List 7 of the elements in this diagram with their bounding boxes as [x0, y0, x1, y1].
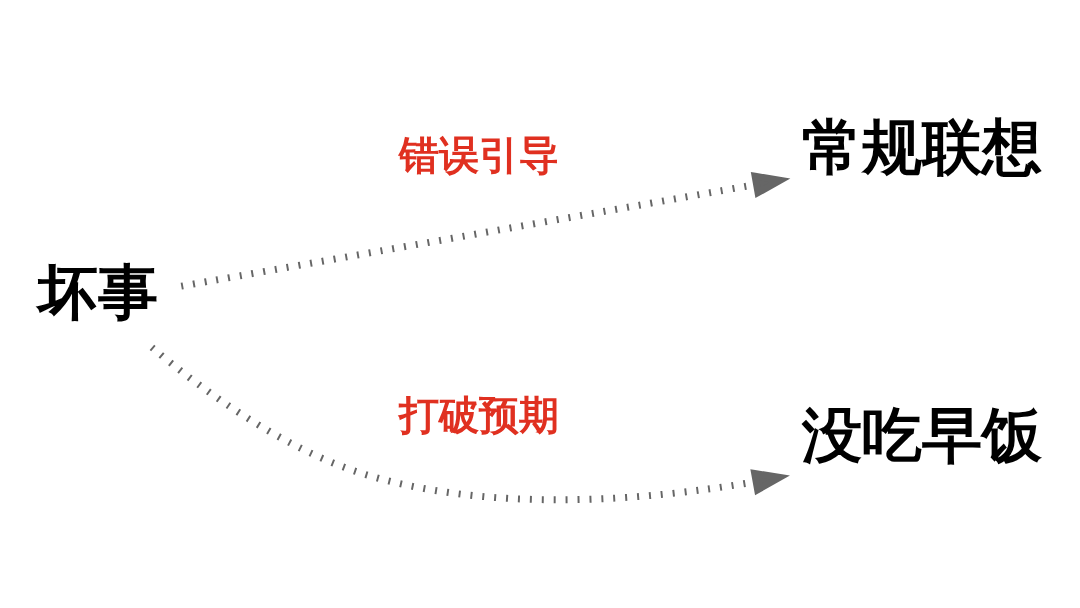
node-text: 没吃早饭: [801, 401, 1042, 471]
edge-label: 错误引导: [399, 132, 560, 179]
edge-label: 打破预期: [399, 392, 560, 439]
node-text: 常规联想: [801, 113, 1042, 183]
arrow: [149, 344, 790, 504]
node-text: 坏事: [37, 258, 158, 328]
arrow: [180, 172, 791, 290]
